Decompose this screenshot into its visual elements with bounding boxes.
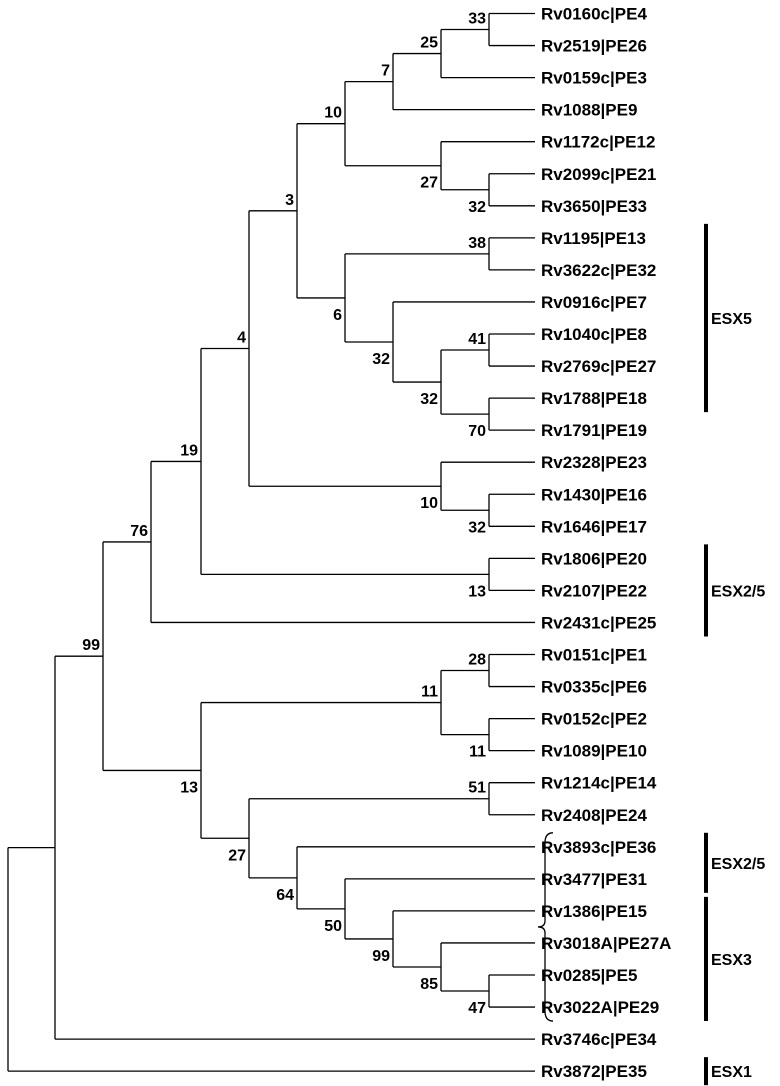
bootstrap-value-n17: 13	[468, 583, 486, 600]
leaf-label-rv3477-pe31: Rv3477|PE31	[541, 870, 647, 889]
bootstrap-value-n7: 38	[468, 235, 486, 252]
leaf-label-rv3022a-pe29: Rv3022A|PE29	[541, 998, 659, 1017]
tree-branches	[7, 12, 535, 1072]
leaf-label-rv1214c-pe14: Rv1214c|PE14	[541, 774, 657, 793]
leaf-label-rv2431c-pe25: Rv2431c|PE25	[541, 613, 656, 632]
leaf-label-rv1646-pe17: Rv1646|PE17	[541, 517, 647, 536]
bootstrap-value-n23: 51	[468, 780, 486, 797]
leaf-label-rv0160c-pe4: Rv0160c|PE4	[541, 5, 647, 24]
leaf-label-rv2328-pe23: Rv2328|PE23	[541, 453, 647, 472]
bootstrap-value-n24: 47	[468, 1000, 486, 1017]
bootstrap-value-n8: 41	[468, 331, 486, 348]
cluster-brace	[537, 832, 554, 1022]
leaf-label-rv1430-pe16: Rv1430|PE16	[541, 485, 647, 504]
bootstrap-value-n11: 32	[372, 351, 390, 368]
bootstrap-value-n5: 27	[420, 175, 438, 192]
group-label-esx2-5-2: ESX2/5	[711, 856, 765, 873]
bootstrap-value-n10: 32	[420, 391, 438, 408]
leaf-label-rv0916c-pe7: Rv0916c|PE7	[541, 293, 647, 312]
leaf-label-rv2107-pe22: Rv2107|PE22	[541, 581, 647, 600]
leaf-label-rv2099c-pe21: Rv2099c|PE21	[541, 165, 656, 184]
bootstrap-value-n22: 11	[421, 684, 438, 701]
leaf-label-rv2408-pe24: Rv2408|PE24	[541, 806, 647, 825]
group-label-esx3-3: ESX3	[711, 952, 752, 969]
leaf-label-rv1806-pe20: Rv1806|PE20	[541, 549, 647, 568]
bootstrap-value-n26: 99	[372, 948, 390, 965]
leaf-label-rv1089-pe10: Rv1089|PE10	[541, 742, 647, 761]
leaf-labels: Rv0160c|PE4Rv2519|PE26Rv0159c|PE3Rv1088|…	[541, 5, 671, 1082]
bootstrap-value-n29: 27	[228, 847, 246, 864]
group-label-esx5-0: ESX5	[711, 311, 752, 328]
leaf-label-rv3622c-pe32: Rv3622c|PE32	[541, 261, 656, 280]
leaf-label-rv1788-pe18: Rv1788|PE18	[541, 389, 647, 408]
bootstrap-value-n13: 3	[285, 192, 294, 209]
leaf-label-rv3893c-pe36: Rv3893c|PE36	[541, 838, 656, 857]
bootstrap-value-n12: 6	[333, 307, 342, 324]
bootstrap-value-n30: 13	[180, 779, 198, 796]
bootstrap-value-n9: 70	[468, 423, 486, 440]
bootstrap-value-n21: 11	[469, 744, 486, 761]
bootstrap-value-n27: 50	[324, 918, 342, 935]
bootstrap-value-n2: 25	[420, 35, 438, 52]
leaf-label-rv3872-pe35: Rv3872|PE35	[541, 1062, 647, 1081]
leaf-label-rv1386-pe15: Rv1386|PE15	[541, 902, 647, 921]
leaf-label-rv3018a-pe27a: Rv3018A|PE27A	[541, 934, 671, 953]
leaf-label-rv0335c-pe6: Rv0335c|PE6	[541, 678, 647, 697]
bootstrap-value-n1: 33	[468, 11, 486, 28]
bootstrap-value-n20: 28	[468, 652, 486, 669]
bootstrap-value-n18: 19	[180, 442, 198, 459]
leaf-label-rv3746c-pe34: Rv3746c|PE34	[541, 1030, 657, 1049]
leaf-label-rv1040c-pe8: Rv1040c|PE8	[541, 325, 647, 344]
group-label-esx1-4: ESX1	[711, 1064, 752, 1081]
bootstrap-value-n4: 32	[468, 199, 486, 216]
leaf-label-rv3650-pe33: Rv3650|PE33	[541, 197, 647, 216]
group-label-esx2-5-1: ESX2/5	[711, 583, 765, 600]
leaf-label-rv1791-pe19: Rv1791|PE19	[541, 421, 647, 440]
leaf-label-rv1195-pe13: Rv1195|PE13	[541, 229, 646, 248]
bootstrap-value-n28: 64	[276, 887, 294, 904]
leaf-label-rv2519-pe26: Rv2519|PE26	[541, 37, 647, 56]
bootstrap-value-n31: 99	[82, 637, 100, 654]
leaf-label-rv1172c-pe12: Rv1172c|PE12	[541, 133, 655, 152]
leaf-label-rv2769c-pe27: Rv2769c|PE27	[541, 357, 656, 376]
leaf-label-rv1088-pe9: Rv1088|PE9	[541, 101, 637, 120]
bootstrap-value-n19: 76	[130, 523, 148, 540]
bootstrap-value-n16: 4	[237, 330, 246, 347]
bootstrap-value-n3: 7	[381, 63, 390, 80]
bootstrap-value-n25: 85	[420, 976, 438, 993]
bootstrap-value-n14: 32	[468, 519, 486, 536]
leaf-label-rv0152c-pe2: Rv0152c|PE2	[541, 710, 647, 729]
bootstrap-value-n15: 10	[420, 495, 438, 512]
leaf-label-rv0159c-pe3: Rv0159c|PE3	[541, 69, 647, 88]
leaf-label-rv0285-pe5: Rv0285|PE5	[541, 966, 637, 985]
bootstrap-value-n6: 10	[324, 105, 342, 122]
bootstrap-labels: 33 25 7 32 27 10 38 41 70 32 32 6 3 32 10 4 13 19 76 28 11 11…	[82, 11, 486, 1018]
leaf-label-rv0151c-pe1: Rv0151c|PE1	[541, 646, 647, 665]
